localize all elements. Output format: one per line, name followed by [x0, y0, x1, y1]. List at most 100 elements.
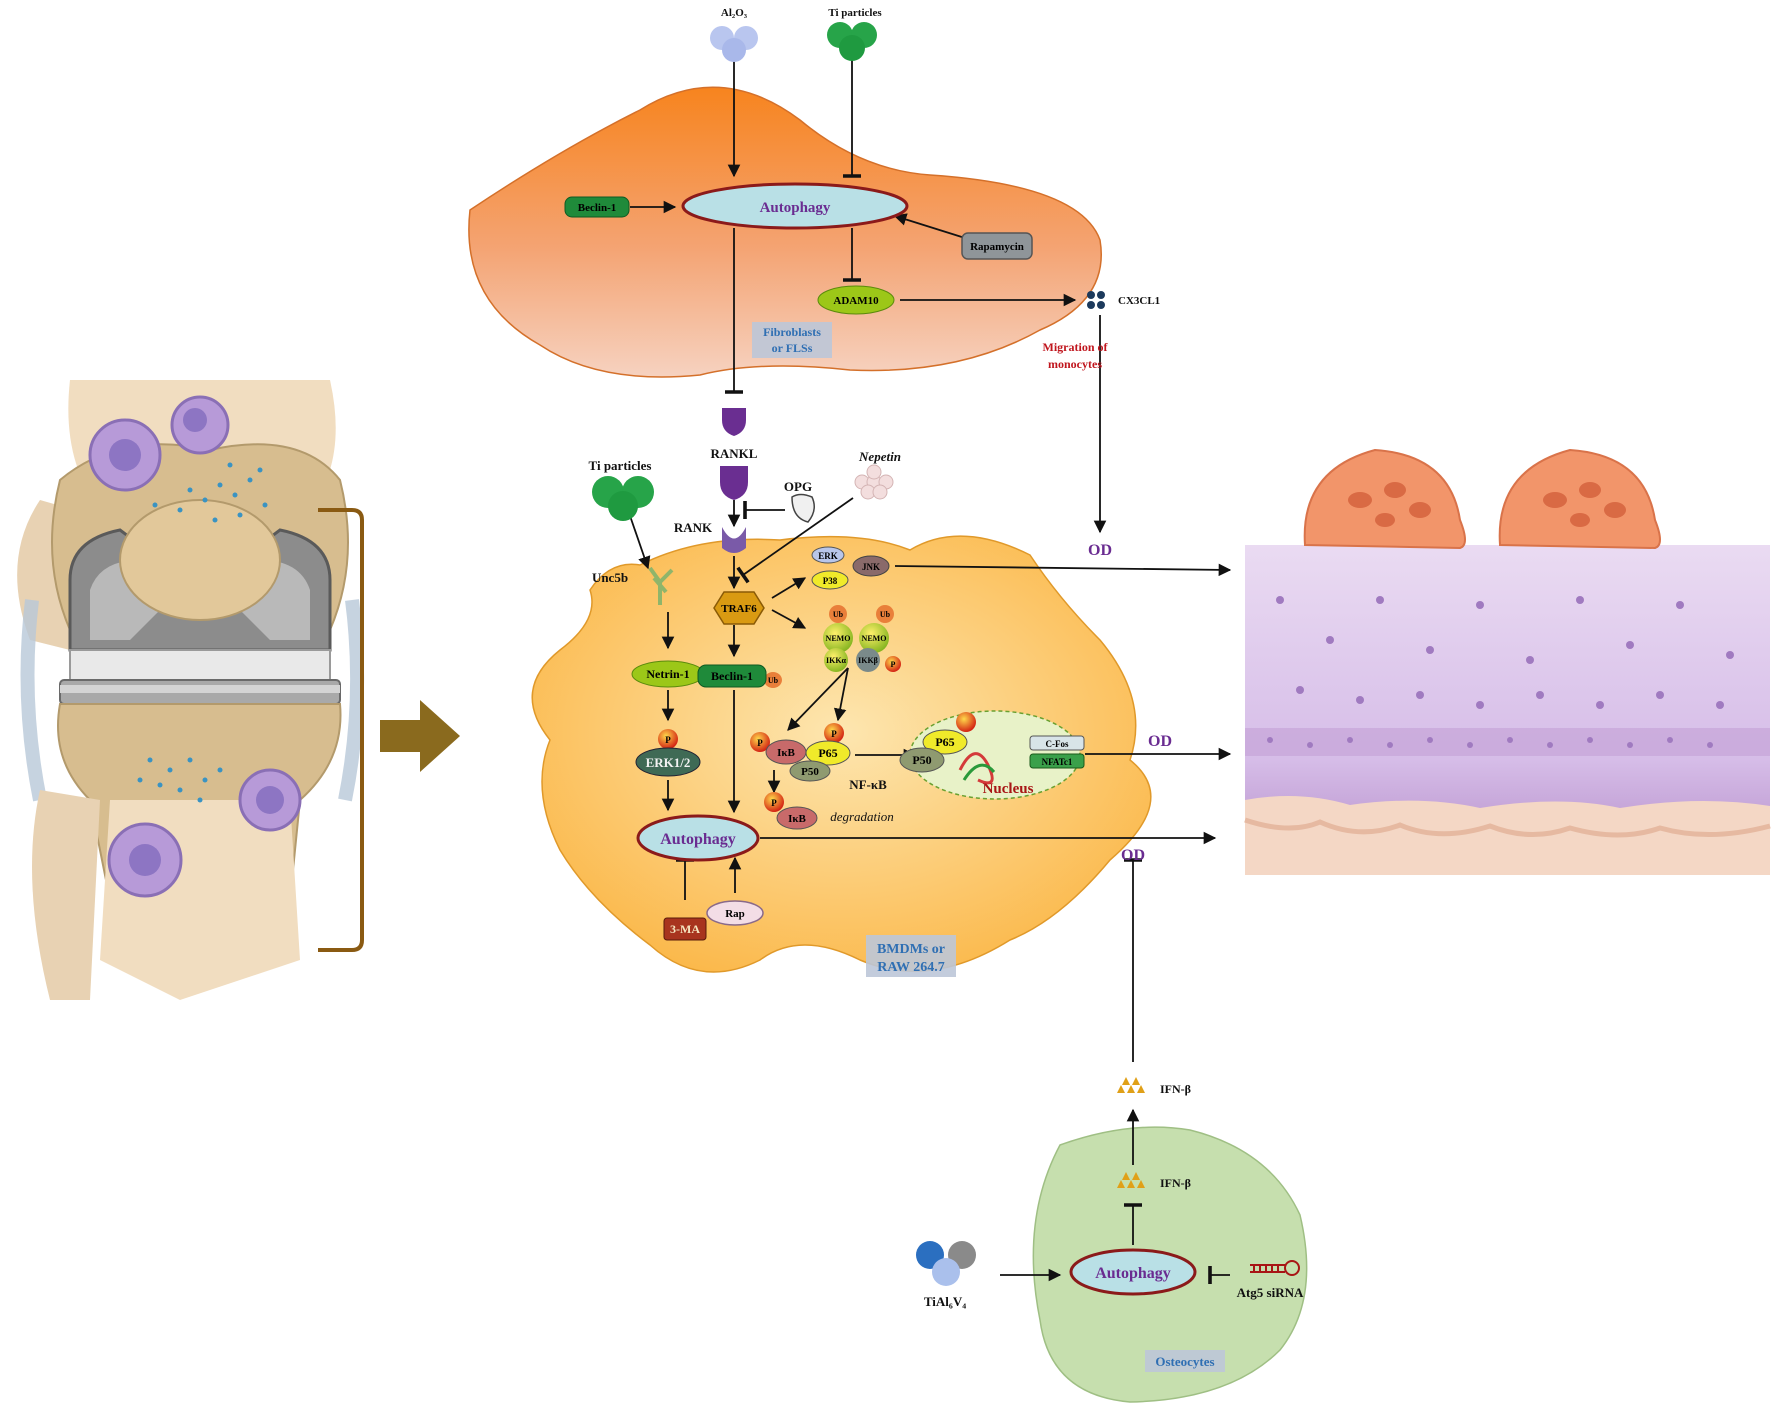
bone-tissue: [1244, 545, 1771, 875]
beclin1-label-fibroblast: Beclin-1: [578, 202, 617, 214]
ifnb-icon-top: [1117, 1077, 1145, 1093]
p65-label: P65: [818, 746, 837, 760]
p50-node: [789, 760, 831, 782]
macrophage-cell-label-line2: RAW 264.7: [877, 960, 944, 975]
ikka-label: IKKα: [826, 656, 847, 665]
tial6v4-label: TiAl₆V₄: [924, 1294, 966, 1309]
rank-label: RANK: [674, 520, 713, 535]
p38-node: [811, 570, 849, 590]
nucleus-label: Nucleus: [983, 781, 1034, 797]
osteoclast-cell: [238, 768, 302, 832]
ikb-label: IκB: [777, 747, 795, 759]
nemo-label: NEMO: [826, 634, 851, 643]
fibroblast-cell-label-line1: Fibroblasts: [763, 325, 821, 339]
phospho-label: P: [891, 660, 896, 669]
erk12-node: [635, 747, 701, 777]
unc5b-receptor-icon: [648, 566, 674, 605]
nepetin-label: Nepetin: [858, 449, 901, 464]
nemo-node: [823, 623, 853, 653]
bracket: [318, 508, 364, 952]
od-label-nucleus: OD: [1148, 733, 1172, 750]
atg5-label: Atg5 siRNA: [1237, 1285, 1304, 1300]
fibroblast-cell: [468, 86, 1102, 378]
fibroblast-cell-label-box: [752, 322, 832, 358]
connectors: [627, 60, 1232, 1284]
phospho-node-ikb2: [764, 792, 784, 812]
od-label-osteocyte: OD: [1121, 847, 1145, 864]
al2o3-particle-icon: [710, 26, 758, 62]
beclin1-pill-macrophage: [697, 664, 767, 688]
ikka-node: [824, 648, 848, 672]
ub-node-beclin: [764, 672, 782, 688]
ifnb-icon-inner: [1117, 1172, 1145, 1188]
phospho-node-nuc: [956, 712, 976, 732]
od-label-migration: OD: [1088, 542, 1112, 559]
netrin1-label: Netrin-1: [646, 667, 689, 681]
nucleus-p50-label: P50: [912, 753, 931, 767]
cfos-label: C-Fos: [1046, 739, 1069, 749]
nfkb-label: NF-κB: [849, 777, 887, 792]
rankl-label: RANKL: [711, 446, 758, 461]
ub-label: Ub: [833, 610, 844, 619]
jnk-label: JNK: [862, 562, 880, 572]
erk-node: [811, 546, 845, 564]
adam10-node: [817, 285, 895, 315]
fibroblast-autophagy-node: [681, 182, 909, 230]
phospho-label-ikb: P: [757, 738, 763, 748]
ikkb-node: [856, 648, 880, 672]
ti-particles-label-top: Ti particles: [828, 7, 882, 19]
cx3cl1-label: CX3CL1: [1118, 295, 1160, 307]
ikb-degraded-node: [776, 806, 818, 830]
osteocyte-autophagy-node: [1069, 1248, 1197, 1296]
macrophage-autophagy-label: Autophagy: [660, 831, 736, 848]
tial6v4-particle-icon: [916, 1241, 976, 1286]
three-ma-label: 3-MA: [670, 922, 700, 936]
phospho-node-erk: [658, 729, 678, 749]
nfatc1-box: [1029, 753, 1085, 769]
osteoclast-on-bone: [1303, 448, 1466, 550]
rank-receptor-icon: [722, 527, 746, 553]
beclin1-pill-fibroblast: [564, 196, 630, 218]
fibroblast-cell-label-line2: or FLSs: [772, 341, 813, 355]
ub-node: [829, 605, 847, 623]
big-arrow: [380, 700, 460, 772]
atg5-sirna-icon: [1250, 1260, 1300, 1276]
opg-label: OPG: [784, 479, 812, 494]
beclin1-label-macrophage: Beclin-1: [711, 669, 753, 683]
rap-node: [706, 900, 764, 926]
macrophage-cell-label-box: [866, 935, 956, 977]
migration-line1: Migration of: [1043, 340, 1109, 354]
rapamycin-pill: [961, 232, 1033, 260]
phospho-node-ikb: [750, 732, 770, 752]
unc5b-label: Unc5b: [592, 570, 628, 585]
ikb-degraded-label: IκB: [788, 813, 806, 825]
p50-label: P50: [801, 766, 819, 778]
migration-line2: monocytes: [1048, 357, 1102, 371]
macrophage-cell-label-line1: BMDMs or: [877, 942, 945, 957]
ti-particles-icon-left: [592, 476, 654, 521]
phospho-label-ikb2: P: [771, 798, 777, 808]
ifnb-label-inner: IFN-β: [1160, 1176, 1191, 1190]
rankl-icon-top: [722, 408, 746, 436]
rap-label: Rap: [725, 908, 745, 920]
erk12-label: ERK1/2: [646, 755, 691, 770]
nucleus-p65-node: [922, 729, 968, 755]
macrophage-autophagy-node: [636, 814, 760, 862]
wear-debris-particles: [137, 462, 268, 803]
al2o3-label: Al₂O₃: [721, 7, 748, 19]
jnk-node: [852, 555, 890, 577]
rankl-icon: [720, 466, 748, 500]
osteocyte-cell-label: Osteocytes: [1155, 1354, 1214, 1369]
cx3cl1-icon: [1087, 291, 1105, 309]
osteocyte-cell-label-box: [1145, 1350, 1225, 1372]
nemo-label: NEMO: [862, 634, 887, 643]
fibroblast-autophagy-label: Autophagy: [760, 200, 831, 216]
p38-label: P38: [823, 576, 838, 586]
nemo-node: [859, 623, 889, 653]
rapamycin-label: Rapamycin: [970, 241, 1024, 253]
phospho-label-erk: P: [665, 735, 671, 745]
nfatc1-label: NFATc1: [1042, 757, 1073, 767]
ifnb-label-top: IFN-β: [1160, 1082, 1191, 1096]
nucleus-p65-label: P65: [935, 735, 954, 749]
opg-icon: [791, 493, 815, 523]
